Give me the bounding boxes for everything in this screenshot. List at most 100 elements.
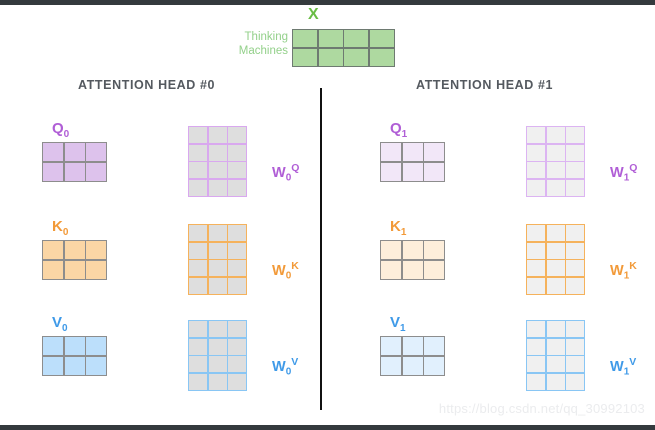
weight-matrix-grid bbox=[188, 126, 247, 197]
weight-matrix-grid bbox=[526, 126, 585, 197]
matrix-cell bbox=[86, 337, 106, 355]
label-subscript: 0 bbox=[62, 323, 68, 334]
matrix-cell bbox=[546, 321, 565, 337]
matrix-cell bbox=[318, 30, 343, 47]
matrix-cell bbox=[228, 277, 246, 294]
matrix-cell bbox=[402, 162, 423, 181]
matrix-cell bbox=[189, 144, 207, 161]
matrix-cell bbox=[527, 338, 545, 355]
matrix-cell bbox=[527, 179, 545, 196]
matrix-cell bbox=[566, 242, 584, 259]
weight-matrix-label-1-Q: W1Q bbox=[610, 162, 637, 184]
matrix-cell bbox=[424, 241, 444, 259]
input-matrix-label: X bbox=[308, 6, 320, 23]
matrix-cell bbox=[208, 144, 227, 161]
weight-matrix-label-0-V: W0V bbox=[272, 356, 298, 378]
matrix-cell bbox=[527, 225, 545, 241]
matrix-cell bbox=[228, 242, 246, 259]
matrix-cell bbox=[228, 144, 246, 161]
key-matrix-0 bbox=[42, 240, 107, 280]
value-matrix-grid bbox=[380, 336, 445, 376]
weight-label-subscript: 0 bbox=[285, 270, 292, 282]
matrix-cell bbox=[402, 143, 423, 161]
matrix-cell bbox=[318, 48, 343, 66]
matrix-cell bbox=[86, 143, 106, 161]
matrix-cell bbox=[546, 144, 565, 161]
value-matrix-1 bbox=[380, 336, 445, 376]
value-matrix-0 bbox=[42, 336, 107, 376]
matrix-cell bbox=[208, 277, 227, 294]
matrix-cell bbox=[381, 162, 401, 181]
matrix-cell bbox=[43, 337, 63, 355]
matrix-cell bbox=[344, 48, 368, 66]
matrix-cell bbox=[293, 48, 317, 66]
input-token-word: Machines bbox=[238, 44, 288, 57]
matrix-cell bbox=[189, 260, 207, 276]
matrix-cell bbox=[527, 127, 545, 143]
matrix-cell bbox=[228, 260, 246, 276]
matrix-cell bbox=[64, 337, 85, 355]
weight-label-superscript: Q bbox=[629, 162, 638, 174]
matrix-cell bbox=[566, 127, 584, 143]
matrix-cell bbox=[546, 338, 565, 355]
matrix-cell bbox=[424, 260, 444, 279]
label-main: V bbox=[52, 314, 63, 331]
matrix-cell bbox=[527, 277, 545, 294]
matrix-cell bbox=[546, 127, 565, 143]
weight-matrix-grid bbox=[188, 320, 247, 391]
matrix-cell bbox=[546, 373, 565, 390]
matrix-cell bbox=[293, 30, 317, 47]
matrix-cell bbox=[546, 277, 565, 294]
matrix-cell bbox=[208, 179, 227, 196]
matrix-cell bbox=[402, 356, 423, 375]
attention-head-0-query-label: Q0 bbox=[52, 120, 69, 140]
matrix-cell bbox=[546, 225, 565, 241]
weight-matrix-label-1-K: W1K bbox=[610, 260, 637, 282]
matrix-cell bbox=[64, 143, 85, 161]
bottom-edge-bar bbox=[0, 425, 655, 430]
weight-label-main: W bbox=[272, 262, 286, 279]
weight-label-subscript: 1 bbox=[623, 270, 630, 282]
matrix-cell bbox=[189, 321, 207, 337]
matrix-cell bbox=[424, 143, 444, 161]
matrix-cell bbox=[228, 225, 246, 241]
label-subscript: 1 bbox=[400, 227, 407, 238]
top-edge-bar bbox=[0, 0, 655, 5]
matrix-cell bbox=[527, 373, 545, 390]
input-matrix bbox=[292, 29, 395, 67]
weight-label-subscript: 1 bbox=[623, 366, 630, 378]
weight-label-superscript: K bbox=[629, 260, 637, 272]
matrix-cell bbox=[402, 337, 423, 355]
matrix-cell bbox=[369, 48, 394, 66]
matrix-cell bbox=[208, 242, 227, 259]
matrix-cell bbox=[566, 321, 584, 337]
label-main: K bbox=[52, 218, 63, 235]
matrix-cell bbox=[527, 242, 545, 259]
matrix-cell bbox=[86, 162, 106, 181]
matrix-cell bbox=[208, 127, 227, 143]
matrix-cell bbox=[546, 179, 565, 196]
matrix-cell bbox=[189, 179, 207, 196]
matrix-cell bbox=[402, 260, 423, 279]
attention-head-1-title: ATTENTION HEAD #1 bbox=[416, 78, 554, 92]
matrix-cell bbox=[527, 260, 545, 276]
matrix-cell bbox=[566, 356, 584, 372]
matrix-cell bbox=[228, 127, 246, 143]
label-subscript: 1 bbox=[400, 323, 406, 334]
matrix-cell bbox=[64, 260, 85, 279]
matrix-cell bbox=[208, 225, 227, 241]
value-matrix-grid bbox=[42, 336, 107, 376]
label-main: Q bbox=[52, 120, 64, 137]
weight-label-superscript: V bbox=[291, 356, 299, 368]
matrix-cell bbox=[228, 356, 246, 372]
weight-label-main: W bbox=[610, 262, 624, 279]
weight-matrix-label-0-K: W0K bbox=[272, 260, 299, 282]
matrix-cell bbox=[546, 162, 565, 178]
matrix-cell bbox=[208, 338, 227, 355]
key-matrix-grid bbox=[42, 240, 107, 280]
matrix-cell bbox=[189, 338, 207, 355]
matrix-cell bbox=[189, 127, 207, 143]
weight-label-superscript: V bbox=[629, 356, 637, 368]
